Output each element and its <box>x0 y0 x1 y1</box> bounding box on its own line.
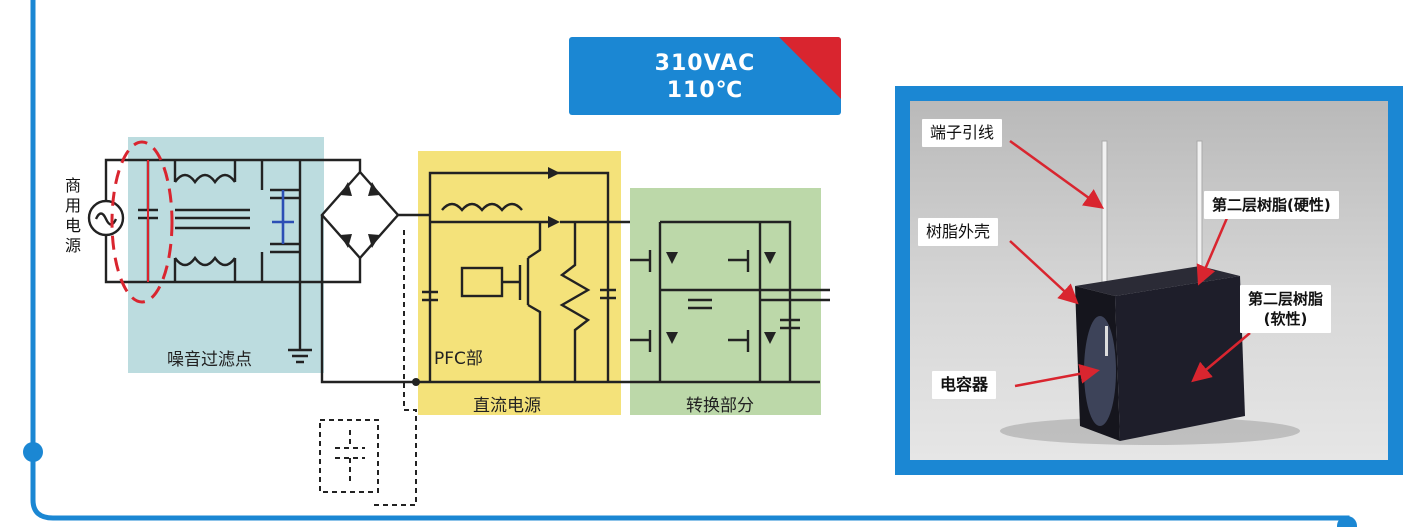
noise-filter-zone <box>128 137 324 373</box>
frame-dot-left <box>23 442 43 462</box>
mains-source-label: 商用电源 <box>65 176 82 255</box>
callout-second-resin-hard: 第二层树脂(硬性) <box>1204 191 1339 219</box>
auxiliary-supply-block <box>319 419 379 493</box>
callout-lead: 端子引线 <box>922 119 1003 147</box>
callout-second-resin-soft: 第二层树脂 (软性) <box>1240 285 1332 333</box>
spec-badge: 310VAC 110℃ <box>569 37 841 115</box>
dc-supply-label: 直流电源 <box>473 396 541 416</box>
power-circuit-diagram <box>87 137 830 506</box>
callout-case: 树脂外壳 <box>918 218 999 246</box>
filter-highlight-ellipse <box>110 140 174 304</box>
capacitor-photo: 端子引线 树脂外壳 电容器 第二层树脂(硬性) 第二层树脂 (软性) <box>910 101 1388 460</box>
frame-dot-right <box>1337 516 1357 527</box>
callout-arrows <box>1009 139 1251 388</box>
badge-red-corner <box>779 37 841 99</box>
voltage-rating: 310VAC <box>654 51 756 76</box>
temperature-rating: 110℃ <box>666 78 744 103</box>
callout-second-resin-soft-line2: (软性) <box>1263 310 1308 328</box>
callout-capacitor: 电容器 <box>932 371 997 399</box>
callout-second-resin-soft-line1: 第二层树脂 <box>1248 290 1324 308</box>
conversion-label: 转换部分 <box>686 396 754 416</box>
pfc-label: PFC部 <box>434 349 483 369</box>
noise-filter-label: 噪音过滤点 <box>167 350 252 370</box>
